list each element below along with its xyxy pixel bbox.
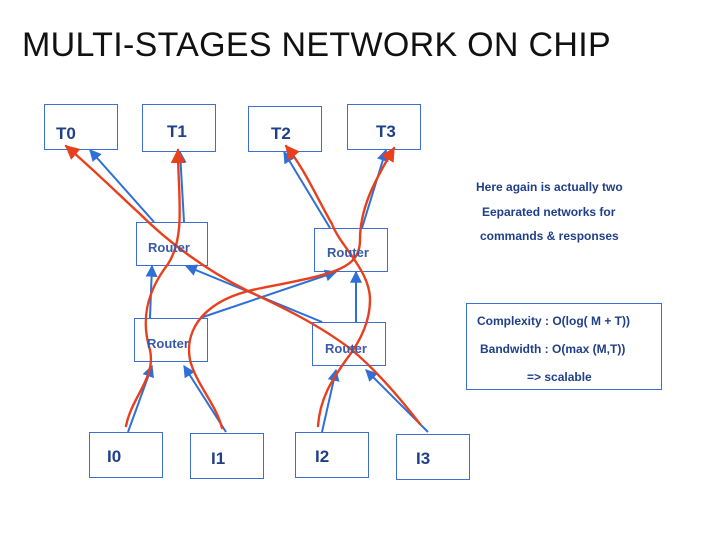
cmd-link-r1-t1 bbox=[174, 150, 187, 223]
initiator-box-i0 bbox=[89, 432, 163, 478]
initiator-label-i1: I1 bbox=[211, 449, 226, 468]
initiator-label-i3: I3 bbox=[416, 449, 431, 468]
initiator-box-i2 bbox=[295, 432, 369, 478]
router-box-2 bbox=[314, 228, 388, 272]
initiator-box-i3 bbox=[396, 434, 470, 480]
metrics-box bbox=[466, 303, 662, 390]
target-label-t3: T3 bbox=[376, 122, 396, 141]
note-line-3: commands & responses bbox=[480, 229, 619, 243]
complexity-text: Complexity : O(log( M + T)) bbox=[477, 314, 630, 328]
initiator-box-i1 bbox=[190, 433, 264, 479]
target-box-t2 bbox=[248, 106, 322, 152]
router-label-1: Router bbox=[148, 240, 190, 255]
target-label-t1: T1 bbox=[167, 122, 187, 141]
target-box-t3 bbox=[347, 104, 421, 150]
bandwidth-text: Bandwidth : O(max (M,T)) bbox=[480, 342, 626, 356]
resp-path-i1-t3 bbox=[187, 146, 396, 430]
cmd-link-r2-t3 bbox=[361, 148, 389, 229]
page-title: MULTI-STAGES NETWORK ON CHIP bbox=[22, 26, 611, 64]
cmd-link-r3-r2 bbox=[199, 269, 338, 319]
target-label-t2: T2 bbox=[271, 124, 291, 143]
scalable-text: => scalable bbox=[527, 370, 592, 384]
target-box-t0 bbox=[44, 104, 118, 150]
cmd-link-r1-t0 bbox=[89, 149, 155, 223]
router-label-2: Router bbox=[327, 245, 369, 260]
resp-path-i2-t2 bbox=[284, 144, 372, 428]
note-line-1: Here again is actually two bbox=[476, 180, 623, 194]
resp-path-i0-t1 bbox=[124, 148, 186, 428]
resp-path-i3-t0 bbox=[64, 144, 422, 426]
router-label-4: Router bbox=[325, 341, 367, 356]
response-links bbox=[64, 144, 422, 430]
note-line-2: Eeparated networks for bbox=[482, 205, 616, 219]
router-box-4 bbox=[312, 322, 386, 366]
initiator-label-i2: I2 bbox=[315, 447, 330, 466]
router-label-3: Router bbox=[147, 336, 189, 351]
target-label-t0: T0 bbox=[56, 124, 76, 143]
initiator-label-i0: I0 bbox=[107, 447, 122, 466]
cmd-link-r2-t2 bbox=[283, 150, 331, 229]
